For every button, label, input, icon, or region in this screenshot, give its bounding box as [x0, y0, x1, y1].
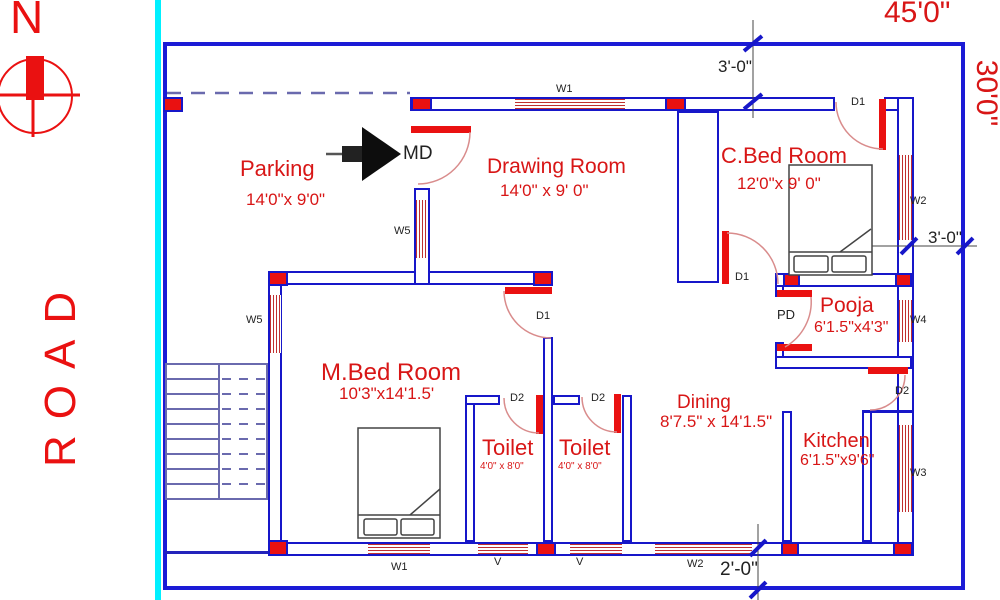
tag-w3-right: W3 [910, 467, 927, 479]
wall-mid-horizontal [268, 271, 553, 285]
tag-d1-hall: D1 [536, 310, 551, 322]
tag-d2-toilet2: D2 [591, 392, 606, 404]
tag-w4-right: W4 [910, 314, 927, 326]
tag-w2-right: W2 [910, 195, 927, 207]
tag-d1-cbed-bottom: D1 [735, 271, 750, 283]
pillar [665, 97, 686, 111]
room-dining-name: Dining [677, 392, 731, 413]
room-cbed-name: C.Bed Room [721, 143, 847, 168]
tag-w5-mbed: W5 [246, 314, 263, 326]
window-v1-bottom [478, 544, 528, 554]
tag-d2-kitchen: D2 [895, 385, 910, 397]
plot-width-dim: 45'0" [884, 0, 951, 29]
wall-kitchen-left [782, 411, 792, 542]
room-mbed-size: 10'3"x14'1.5' [339, 384, 435, 403]
room-mbed-name: M.Bed Room [321, 359, 462, 386]
room-toilet1-name: Toilet [482, 435, 534, 460]
wall-toilet1-top-stub [465, 395, 500, 405]
door-sill-md [411, 126, 471, 133]
staircase-flight-dashed [222, 365, 266, 498]
door-sill-d2-kitchen [868, 367, 908, 374]
room-toilet2-size: 4'0" x 8'0" [558, 461, 602, 472]
window-w3-right [899, 425, 912, 512]
room-drawing-size: 14'0" x 9' 0" [500, 181, 589, 200]
tag-main-door: MD [403, 143, 433, 164]
pillar [783, 273, 800, 287]
wall-toilet-divider [543, 337, 553, 542]
room-pooja-size: 6'1.5"x4'3" [814, 319, 889, 336]
door-sill-d1-cbed-top [879, 99, 886, 150]
room-drawing-name: Drawing Room [487, 155, 626, 178]
tag-w5-parking: W5 [394, 225, 411, 237]
window-w1-top [515, 99, 625, 109]
tag-w1-top: W1 [556, 83, 573, 95]
pillar [268, 271, 288, 286]
room-pooja-name: Pooja [820, 294, 874, 317]
door-sill-d1-cbed-bottom [722, 231, 729, 284]
tag-v2-bottom: V [576, 556, 584, 568]
door-sill-d2-toilet1 [536, 395, 543, 434]
plot-boundary [163, 42, 965, 590]
staircase-landing-wall [165, 551, 270, 554]
tag-v1-bottom: V [494, 556, 502, 568]
pillar [781, 542, 799, 556]
window-w1-bottom [368, 544, 430, 554]
pillar [163, 97, 183, 112]
tag-w1-bottom: W1 [391, 561, 408, 573]
pillar [533, 271, 553, 286]
back-setback-dim: 2'-0" [720, 559, 758, 580]
window-w4-right [899, 300, 912, 342]
door-sill-pd-bottom [777, 344, 812, 351]
tag-pd: PD [777, 307, 796, 322]
room-toilet1-size: 4'0" x 8'0" [480, 461, 524, 472]
window-w5-mbed [270, 295, 281, 353]
staircase-flight-solid [167, 365, 220, 498]
wall-toilet2-top-stub [553, 395, 580, 405]
window-w2-bottom [655, 544, 752, 554]
room-cbed-size: 12'0"x 9' 0" [737, 174, 821, 193]
tag-d2-toilet1: D2 [510, 392, 525, 404]
tag-d1-cbed-top: D1 [851, 96, 866, 108]
window-w5-parking [416, 200, 428, 258]
door-sill-d2-toilet2 [614, 394, 621, 433]
room-kitchen-name: Kitchen [803, 430, 870, 452]
plot-depth-dim: 30'0" [970, 59, 1000, 127]
pillar [895, 273, 912, 287]
staircase [165, 363, 268, 500]
wall-pooja-bottom [775, 356, 912, 369]
wall-toilet2-right [622, 395, 632, 542]
pillar [536, 542, 556, 556]
wall-cbed-left [677, 111, 719, 283]
north-compass-icon [0, 56, 80, 137]
wall-kitchen-top-line [862, 410, 913, 413]
room-dining-size: 8'7.5" x 14'1.5" [660, 412, 773, 431]
room-parking-size: 14'0"x 9'0" [246, 190, 326, 209]
door-sill-pd-top [777, 290, 812, 297]
room-toilet2-name: Toilet [559, 435, 611, 460]
road-label: ROAD [36, 275, 85, 467]
room-kitchen-size: 6'1.5"x9'6" [800, 452, 875, 469]
window-w2-right [899, 155, 912, 240]
window-v2-bottom [570, 544, 622, 554]
side-setback-dim: 3'-0" [928, 228, 962, 247]
tag-w2-bottom: W2 [687, 558, 704, 570]
door-sill-d1-hall [505, 287, 552, 294]
pillar [893, 542, 913, 556]
north-label: N [10, 0, 44, 43]
road-edge-line [155, 0, 161, 600]
pillar [411, 97, 432, 111]
wall-toilet1-left [465, 395, 475, 542]
front-setback-dim: 3'-0" [718, 57, 752, 76]
pillar [268, 540, 288, 556]
room-parking-name: Parking [240, 156, 315, 181]
